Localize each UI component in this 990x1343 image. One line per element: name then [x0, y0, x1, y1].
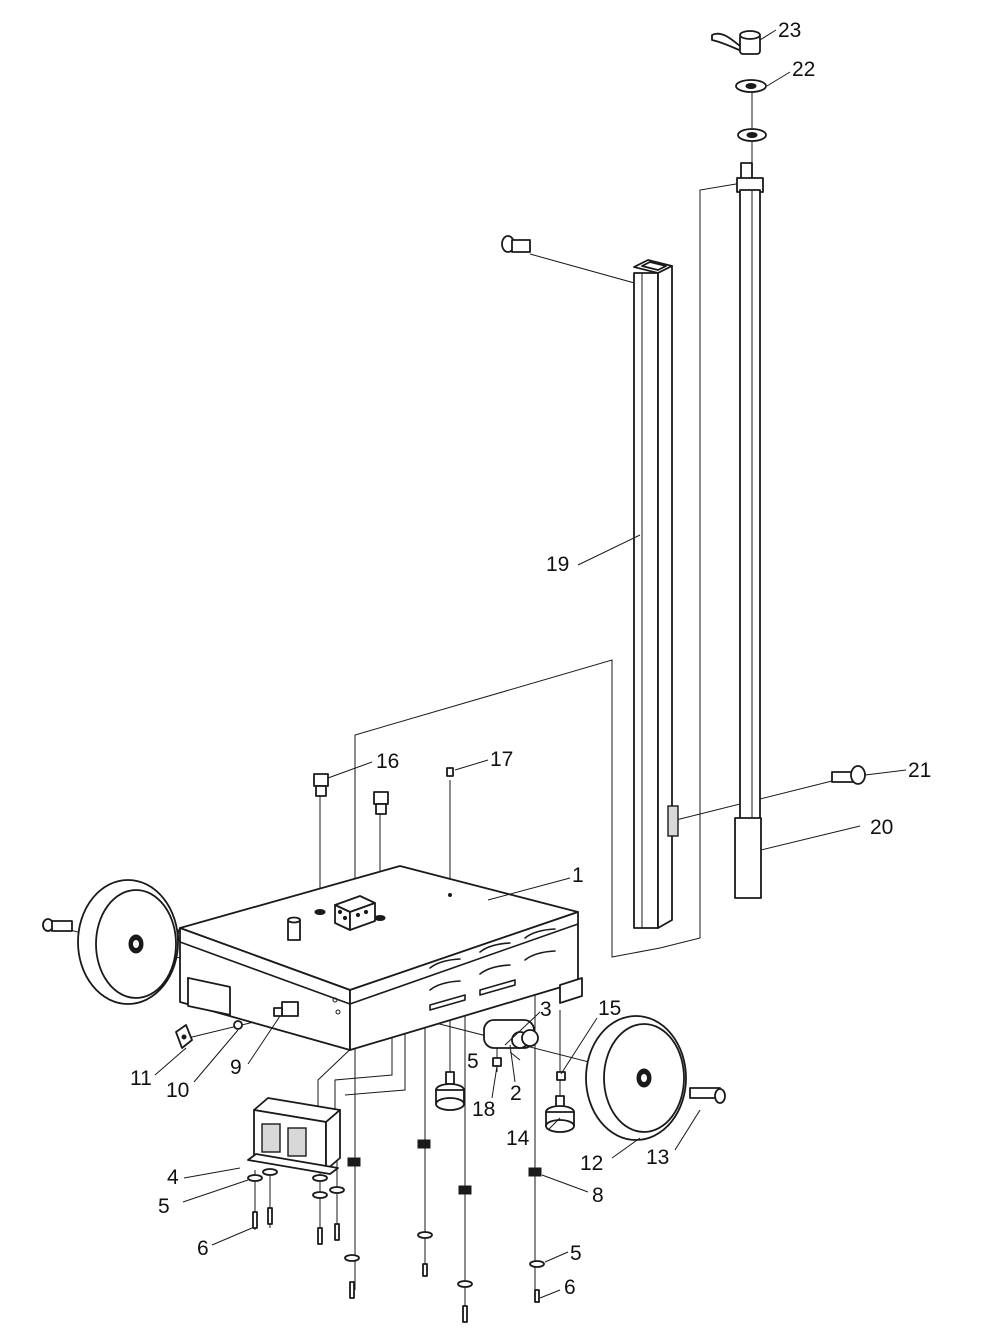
nut-15	[556, 1071, 566, 1081]
switch-9	[273, 1001, 299, 1017]
callout-9: 9	[230, 1056, 242, 1079]
washers-22	[735, 79, 767, 142]
wheel-left-12	[77, 879, 179, 1005]
axle-bolt-13	[689, 1087, 726, 1104]
bolt-top	[501, 235, 531, 253]
pole-20	[734, 162, 764, 899]
callout-5-mid: 5	[467, 1050, 479, 1073]
callout-1: 1	[572, 864, 584, 887]
callout-4: 4	[167, 1166, 179, 1189]
callout-15: 15	[598, 997, 621, 1020]
callout-3: 3	[540, 998, 552, 1021]
axle-bolt-left	[42, 918, 73, 932]
assembly-guide-lines	[69, 85, 841, 1310]
socket-3	[483, 1019, 539, 1049]
callout-11: 11	[130, 1067, 152, 1090]
fittings-16	[313, 773, 389, 815]
callout-2: 2	[510, 1082, 522, 1105]
callout-18: 18	[472, 1098, 495, 1121]
washers-5	[247, 1168, 545, 1288]
callout-12: 12	[580, 1152, 603, 1175]
callout-14: 14	[506, 1127, 530, 1150]
foot-14a	[435, 1071, 465, 1111]
callout-6-right: 6	[564, 1276, 576, 1299]
callout-leaders	[154, 29, 907, 1299]
callout-labels: 1 2 3 4 5 5 5 6 6 8 9 10 11 12 13 14 15 …	[130, 19, 931, 1299]
callout-20: 20	[870, 816, 893, 839]
handle-knob-23	[711, 30, 761, 55]
callout-5-left: 5	[158, 1195, 170, 1218]
wheel-right-12	[585, 1015, 687, 1141]
column-19	[633, 259, 679, 929]
callout-8: 8	[592, 1184, 604, 1207]
callout-10: 10	[166, 1079, 189, 1102]
plate-11	[175, 1024, 193, 1049]
callout-19: 19	[546, 553, 569, 576]
callout-22: 22	[792, 58, 815, 81]
callout-17: 17	[490, 748, 513, 771]
nuts-8	[347, 1139, 542, 1195]
screws-6	[252, 1207, 540, 1323]
bolt-21	[831, 765, 866, 785]
nut-18	[492, 1057, 502, 1067]
base-housing-1	[177, 865, 583, 1051]
ballast-4	[247, 1097, 341, 1175]
pin-17	[446, 767, 454, 777]
callout-21: 21	[908, 759, 931, 782]
nut-10	[233, 1020, 243, 1030]
foot-14b	[545, 1095, 575, 1133]
callout-5-right: 5	[570, 1242, 582, 1265]
callout-23: 23	[778, 19, 801, 42]
callout-16: 16	[376, 750, 399, 773]
callout-6-left: 6	[197, 1237, 209, 1260]
callout-13: 13	[646, 1146, 669, 1169]
